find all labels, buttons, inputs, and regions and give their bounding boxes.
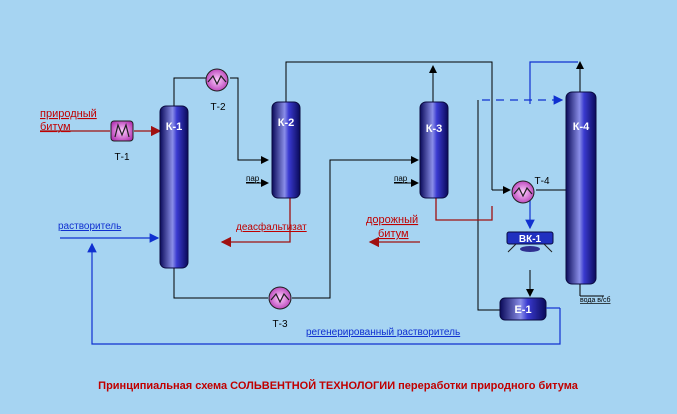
coil-icon [207,74,227,86]
column-k4-label: К-4 [573,121,590,133]
vessel-e1: Е-1 [499,297,547,321]
column-k3: К-3 [419,101,449,199]
exchanger-t2: Т-2 [205,68,229,113]
column-k2-label: К-2 [278,117,295,129]
feed-label-line2: битум [40,121,71,133]
feed-label-line1: природный [40,108,97,120]
exchanger-t4: Т-4 [511,176,550,204]
coil-icon [270,292,290,304]
coil-icon [513,186,533,198]
vessel-e1-label: Е-1 [514,304,531,316]
exchanger-t3-label: Т-3 [273,319,288,330]
steam-k2-label: пар [246,174,260,183]
exchanger-t1-label: Т-1 [115,152,130,163]
exchanger-t4-label: Т-4 [535,176,550,187]
exchanger-t3: Т-3 [268,286,292,330]
exchanger-t2-label: Т-2 [211,102,226,113]
water-out-label: вода в/сб [580,296,610,304]
road-bitumen-line1: дорожный [366,214,418,226]
road-bitumen-line2: битум [378,228,409,240]
column-k4: К-4 [565,91,597,285]
column-k2: К-2 [271,101,301,199]
column-k1: К-1 [159,105,189,269]
regen-solvent-label: регенерированный растворитель [306,327,460,338]
exchanger-t1: Т-1 [110,120,134,163]
black-lines [173,61,604,311]
steam-k3-label: пар [394,174,408,183]
deasphaltizate-label: деасфальтизат [236,221,307,233]
cooler-vk1: ВК-1 [506,231,554,253]
column-k3-label: К-3 [426,123,443,135]
cooler-vk1-label: ВК-1 [519,234,542,245]
solvent-label: растворитель [58,221,121,232]
column-k1-label: К-1 [166,121,183,133]
blue-lines [60,61,578,345]
coil-icon [114,123,130,138]
red-lines [40,125,493,248]
diagram-caption: Принципиальная схема СОЛЬВЕНТНОЙ ТЕХНОЛО… [98,379,579,392]
